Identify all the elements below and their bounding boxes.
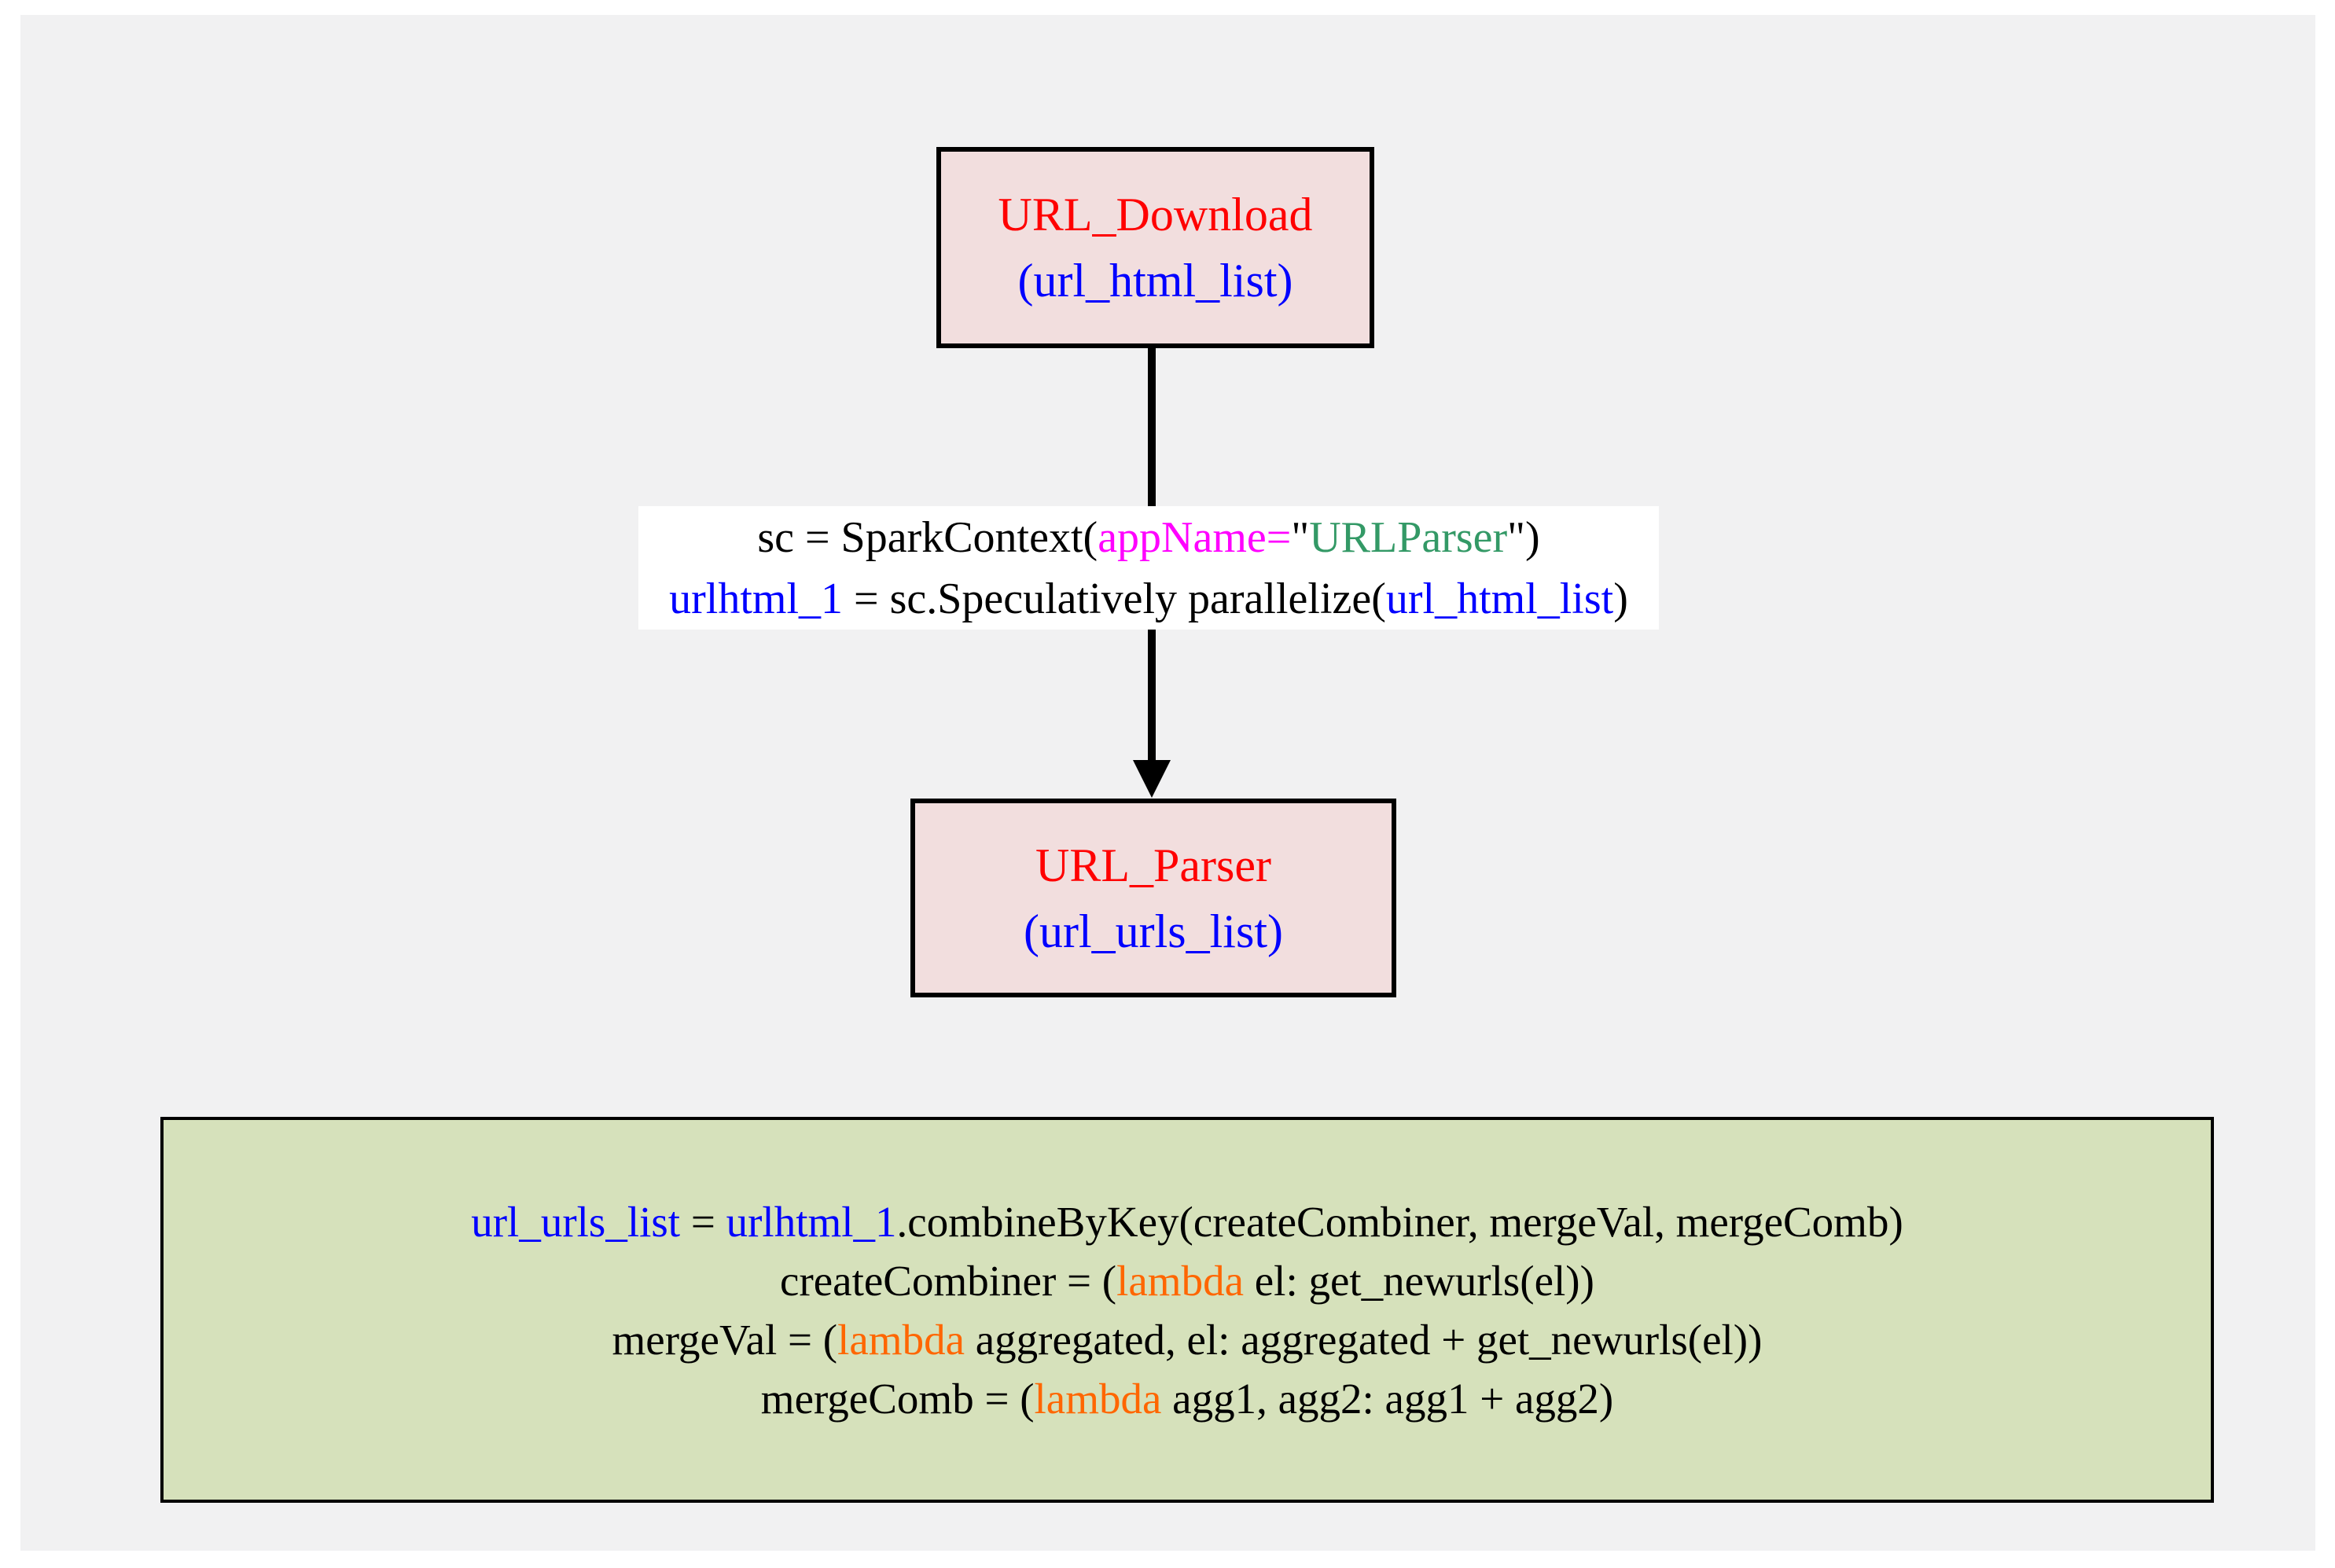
code-box-line-2: createCombiner = (lambda el: get_newurls… [780, 1251, 1594, 1310]
arrow-down-head-icon [1133, 760, 1171, 798]
edge-code-line-2: urlhtml_1 = sc.Speculatively parallelize… [669, 568, 1628, 630]
code-annotation-box: url_urls_list = urlhtml_1.combineByKey(c… [160, 1117, 2214, 1503]
code-segment: mergeComb = ( [760, 1374, 1035, 1423]
code-segment: url_urls_list [471, 1197, 681, 1246]
edge-code-label: sc = SparkContext(appName="URLParser") u… [638, 506, 1659, 630]
node-url-download-subtitle: (url_html_list) [1017, 255, 1293, 307]
node-url-download: URL_Download (url_html_list) [936, 147, 1374, 348]
code-box-line-3: mergeVal = (lambda aggregated, el: aggre… [612, 1310, 1763, 1369]
code-segment: urlhtml_1 [726, 1197, 897, 1246]
code-segment: el: get_newurls(el)) [1244, 1256, 1594, 1305]
code-segment: createCombiner = ( [780, 1256, 1117, 1305]
node-url-download-title: URL_Download [998, 189, 1313, 241]
code-segment: lambda [1116, 1256, 1244, 1305]
code-segment: ") [1507, 512, 1540, 562]
code-box-line-1: url_urls_list = urlhtml_1.combineByKey(c… [471, 1192, 1903, 1251]
code-box-line-4: mergeComb = (lambda agg1, agg2: agg1 + a… [761, 1369, 1613, 1428]
code-segment: .combineByKey(createCombiner, mergeVal, … [896, 1197, 1903, 1246]
code-segment: url_html_list [1385, 574, 1614, 623]
code-segment: mergeVal = ( [612, 1315, 838, 1364]
code-segment: = sc.Speculatively parallelize( [843, 574, 1386, 623]
edge-code-line-1: sc = SparkContext(appName="URLParser") [757, 507, 1539, 568]
code-segment: urlhtml_1 [669, 574, 844, 623]
code-segment: sc = SparkContext( [757, 512, 1098, 562]
diagram-background: URL_Download (url_html_list) sc = SparkC… [20, 15, 2315, 1551]
code-segment: aggregated, el: aggregated + get_newurls… [965, 1315, 1763, 1364]
code-segment: lambda [837, 1315, 965, 1364]
node-url-parser: URL_Parser (url_urls_list) [910, 799, 1396, 997]
code-segment: = [680, 1197, 726, 1246]
node-url-parser-title: URL_Parser [1035, 839, 1271, 891]
code-segment: agg1, agg2: agg1 + agg2) [1161, 1374, 1614, 1423]
code-segment: appName= [1098, 512, 1292, 562]
node-url-parser-subtitle: (url_urls_list) [1024, 905, 1283, 957]
code-segment: " [1291, 512, 1310, 562]
code-segment: ) [1613, 574, 1628, 623]
code-segment: URLParser [1309, 512, 1508, 562]
code-segment: lambda [1034, 1374, 1162, 1423]
